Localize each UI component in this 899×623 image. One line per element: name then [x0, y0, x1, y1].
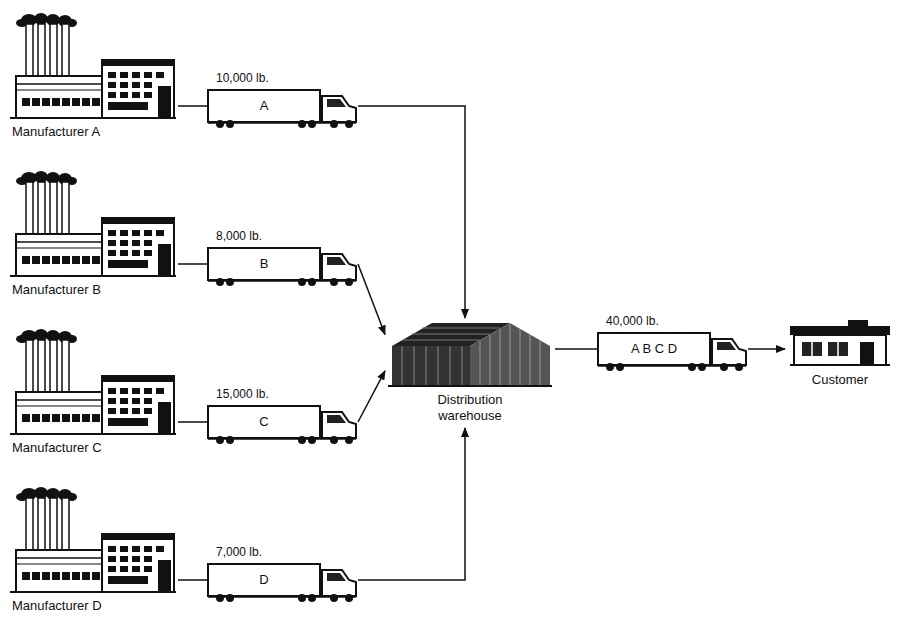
truck-picture	[208, 90, 356, 128]
manufacturer-node: Manufacturer C	[8, 324, 178, 456]
truck-picture	[208, 248, 356, 286]
manufacturer-node: Manufacturer D	[8, 482, 178, 614]
customer-picture	[790, 320, 890, 365]
connector-line	[178, 421, 208, 423]
customer-node: Customer	[785, 316, 895, 392]
connector-line	[358, 264, 385, 335]
cargo-label: C	[208, 406, 320, 438]
node-label: Manufacturer C	[12, 440, 102, 456]
cargo-label: A B C D	[598, 333, 710, 365]
weight-label: 10,000 lb.	[216, 70, 269, 86]
truck-node: 40,000 lb.A B C D	[598, 333, 748, 371]
truck-picture	[598, 333, 746, 371]
weight-label: 40,000 lb.	[606, 313, 659, 329]
cargo-label: A	[208, 90, 320, 122]
connector-line	[178, 105, 208, 107]
manufacturer-node: Manufacturer A	[8, 8, 178, 140]
factory-picture	[10, 13, 176, 118]
connector-line	[358, 428, 465, 580]
warehouse-node: Distribution warehouse	[385, 318, 555, 428]
truck-node: 8,000 lb.B	[208, 248, 358, 286]
node-label: Distribution warehouse	[385, 392, 555, 424]
node-label: Manufacturer D	[12, 598, 102, 614]
truck-node: 10,000 lb.A	[208, 90, 358, 128]
connector-line	[358, 371, 385, 422]
truck-node: 7,000 lb.D	[208, 564, 358, 602]
manufacturer-node: Manufacturer B	[8, 166, 178, 298]
node-label: Manufacturer A	[12, 124, 100, 140]
factory-picture	[10, 171, 176, 276]
cargo-label: D	[208, 564, 320, 596]
connector-line	[748, 348, 785, 350]
connector-line	[178, 263, 208, 265]
node-label: Manufacturer B	[12, 282, 101, 298]
connector-line	[178, 579, 208, 581]
connector-line	[555, 348, 598, 350]
cargo-label: B	[208, 248, 320, 280]
truck-picture	[208, 564, 356, 602]
factory-picture	[10, 329, 176, 434]
warehouse-picture	[388, 323, 552, 386]
truck-picture	[208, 406, 356, 444]
weight-label: 8,000 lb.	[216, 228, 262, 244]
connector-line	[358, 106, 465, 318]
factory-picture	[10, 487, 176, 592]
node-label: Customer	[785, 372, 895, 388]
weight-label: 7,000 lb.	[216, 544, 262, 560]
truck-node: 15,000 lb.C	[208, 406, 358, 444]
weight-label: 15,000 lb.	[216, 386, 269, 402]
